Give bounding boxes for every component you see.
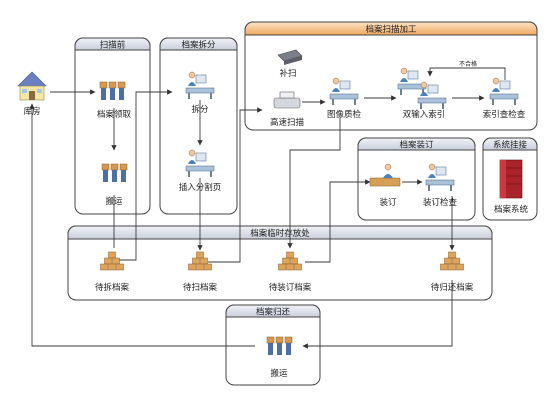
node-archive-system: 档案系统 xyxy=(494,159,529,215)
node-to-return: 待归还档案 xyxy=(431,251,474,293)
label-bind-check: 装订检查 xyxy=(423,197,458,208)
node-split: 拆分 xyxy=(185,71,215,115)
group-title-split: 档案拆分 xyxy=(181,40,216,51)
group-title-scan-before: 扫描前 xyxy=(100,40,126,51)
node-highspeed-scan: 高速扫描 xyxy=(270,91,305,128)
node-to-split: 待拆档案 xyxy=(95,251,130,293)
flow-lines xyxy=(29,67,506,349)
label-warehouse: 库房 xyxy=(23,106,40,117)
node-index-check: 索引查检查 xyxy=(483,77,526,120)
group-title-temp-storage: 档案临时存放处 xyxy=(250,228,310,239)
node-to-scan: 待扫档案 xyxy=(183,251,218,293)
label-pickup: 档案领取 xyxy=(97,109,132,120)
node-image-qc: 图像质检 xyxy=(327,77,362,120)
label-image-qc: 图像质检 xyxy=(327,109,362,120)
node-warehouse: 库房 xyxy=(17,71,47,117)
label-index-check: 索引查检查 xyxy=(483,109,526,120)
label-to-return: 待归还档案 xyxy=(431,282,474,293)
node-double-index: 双输入索引 xyxy=(397,67,447,120)
node-rescan: 补扫 xyxy=(277,49,303,79)
group-title-scan-process: 档案扫描加工 xyxy=(365,24,417,35)
group-title-return: 档案归还 xyxy=(256,307,291,318)
node-pickup: 档案领取 xyxy=(97,81,132,120)
label-split: 拆分 xyxy=(191,104,209,115)
group-temp-storage: 档案临时存放处 xyxy=(67,225,493,301)
group-title-system-hookup: 系统挂接 xyxy=(493,140,528,151)
node-insert-pages: 插入分割页 xyxy=(179,149,222,193)
label-insert-pages: 插入分割页 xyxy=(179,182,222,193)
node-bind: 装订 xyxy=(369,163,401,208)
node-to-bind: 待装订档案 xyxy=(269,251,312,293)
label-rescan: 补扫 xyxy=(279,68,296,79)
label-to-split: 待拆档案 xyxy=(95,282,130,293)
group-scan-process: 档案扫描加工 xyxy=(244,21,538,131)
label-highspeed-scan: 高速扫描 xyxy=(270,117,305,128)
node-carry-2: 搬运 xyxy=(266,336,293,379)
group-scan-before: 扫描前 xyxy=(74,37,151,215)
group-split: 档案拆分 xyxy=(159,37,238,215)
group-binding: 档案装订 xyxy=(357,137,476,221)
loop-note: 不合格 xyxy=(459,60,477,68)
node-bind-check: 装订检查 xyxy=(423,163,458,208)
label-archive-system: 档案系统 xyxy=(494,204,529,215)
label-bind: 装订 xyxy=(379,197,397,208)
label-carry-1: 搬运 xyxy=(105,196,123,207)
group-title-binding: 档案装订 xyxy=(399,140,434,151)
label-double-index: 双输入索引 xyxy=(403,109,446,120)
node-carry-1: 搬运 xyxy=(101,163,128,207)
label-to-scan: 待扫档案 xyxy=(183,282,218,293)
label-to-bind: 待装订档案 xyxy=(269,282,312,293)
label-carry-2: 搬运 xyxy=(270,368,288,379)
